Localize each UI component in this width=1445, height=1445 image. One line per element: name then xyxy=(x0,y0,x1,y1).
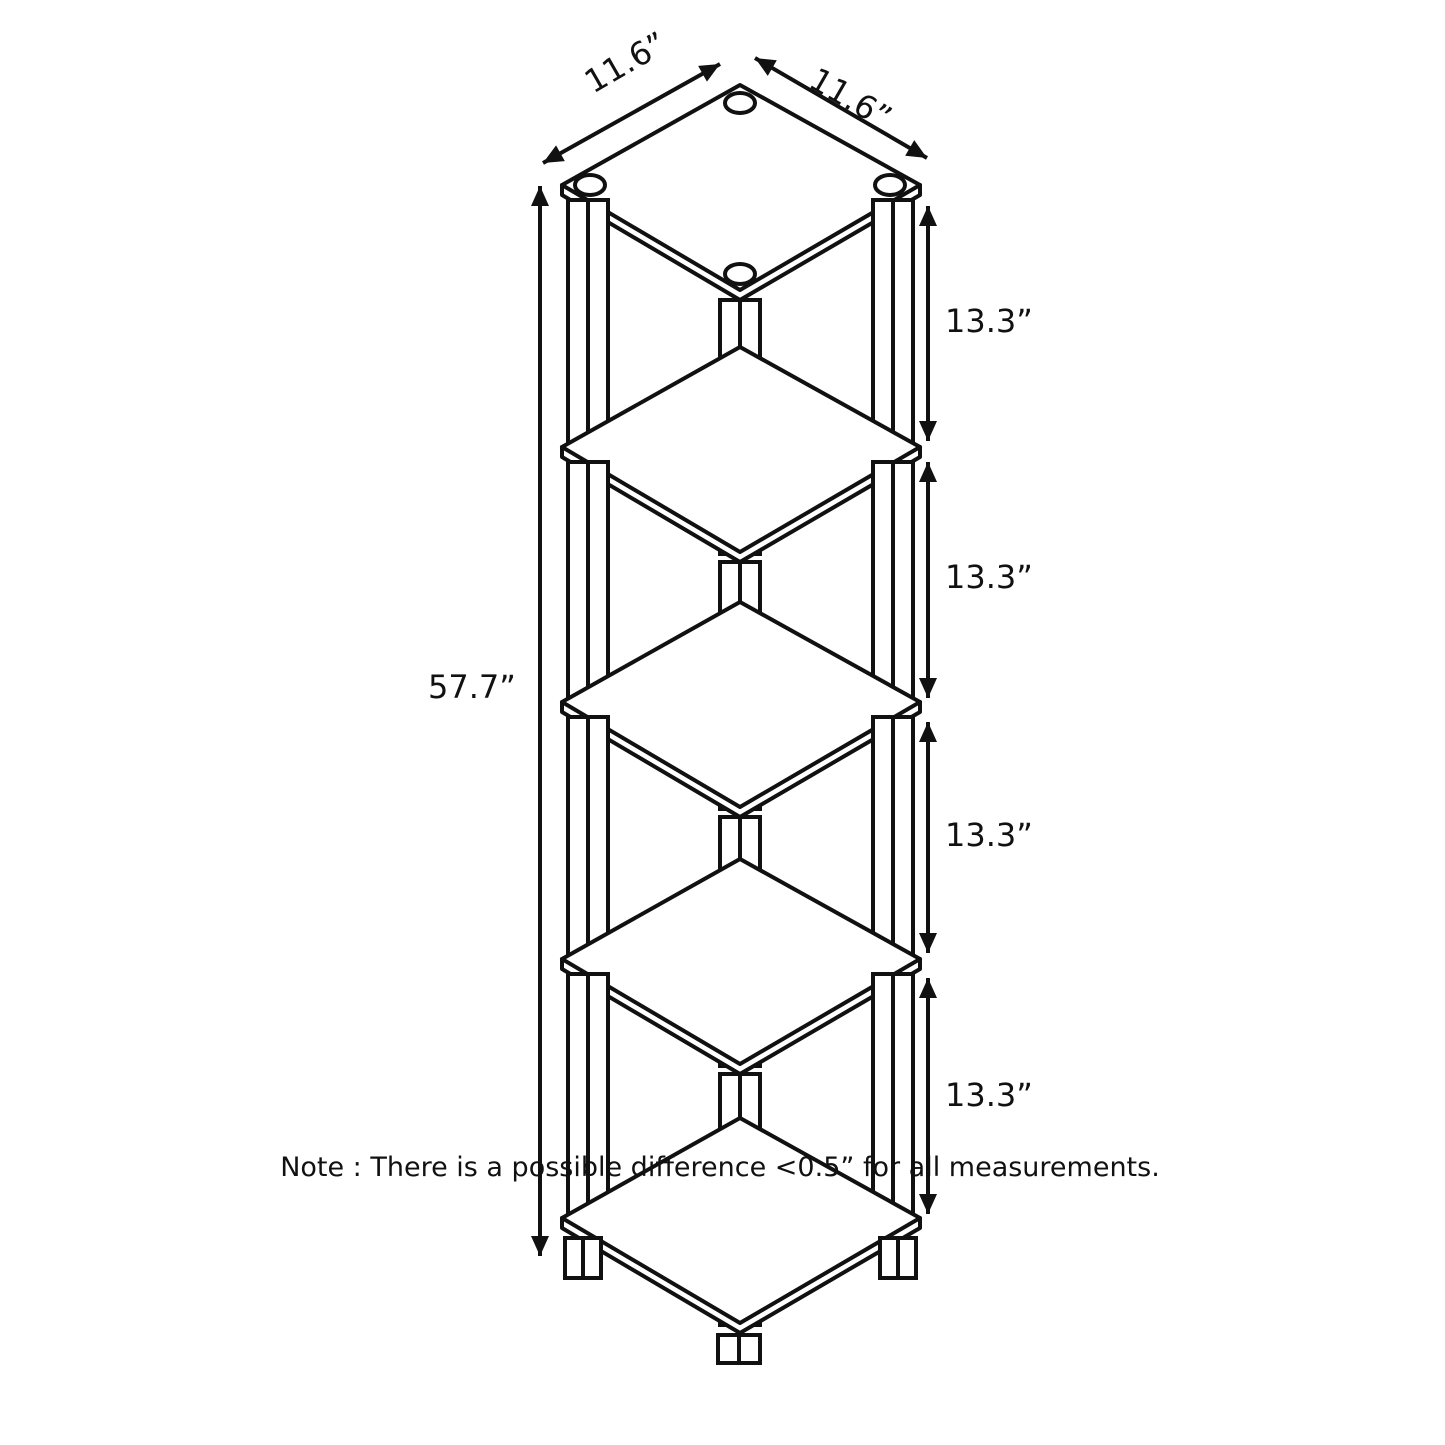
arrowhead-icon xyxy=(919,462,937,482)
arrowhead-icon xyxy=(919,206,937,226)
shelf-top-4 xyxy=(560,1116,922,1325)
arrowhead-icon xyxy=(531,1236,549,1256)
tier-height-label-2: 13.3” xyxy=(945,558,1033,596)
arrowhead-icon xyxy=(698,64,720,82)
arrowhead-icon xyxy=(919,978,937,998)
shelf-top-0 xyxy=(560,83,922,292)
arrowhead-icon xyxy=(919,678,937,698)
arrowhead-icon xyxy=(919,1194,937,1214)
arrowhead-icon xyxy=(543,145,565,163)
post-cap-icon xyxy=(573,173,607,197)
arrowhead-icon xyxy=(919,722,937,742)
arrowhead-icon xyxy=(919,933,937,953)
post-cap-icon xyxy=(873,173,907,197)
tier-height-label-1: 13.3” xyxy=(945,302,1033,340)
width-left-arrow xyxy=(542,62,721,165)
tier-height-label-3: 13.3” xyxy=(945,816,1033,854)
arrowhead-icon xyxy=(531,186,549,206)
width-right-arrow xyxy=(753,56,929,160)
measurement-note: Note : There is a possible difference <0… xyxy=(280,1152,1160,1183)
shelf-top-2 xyxy=(560,600,922,809)
arrowhead-icon xyxy=(755,58,777,76)
post-cap-icon xyxy=(723,91,757,115)
arrowhead-icon xyxy=(905,140,927,158)
total-height-label: 57.7” xyxy=(428,668,516,706)
arrowhead-icon xyxy=(919,421,937,441)
shelf-top-3 xyxy=(560,857,922,1066)
post-cap-icon xyxy=(723,262,757,286)
shelf-top-1 xyxy=(560,345,922,554)
tier-height-label-4: 13.3” xyxy=(945,1076,1033,1114)
